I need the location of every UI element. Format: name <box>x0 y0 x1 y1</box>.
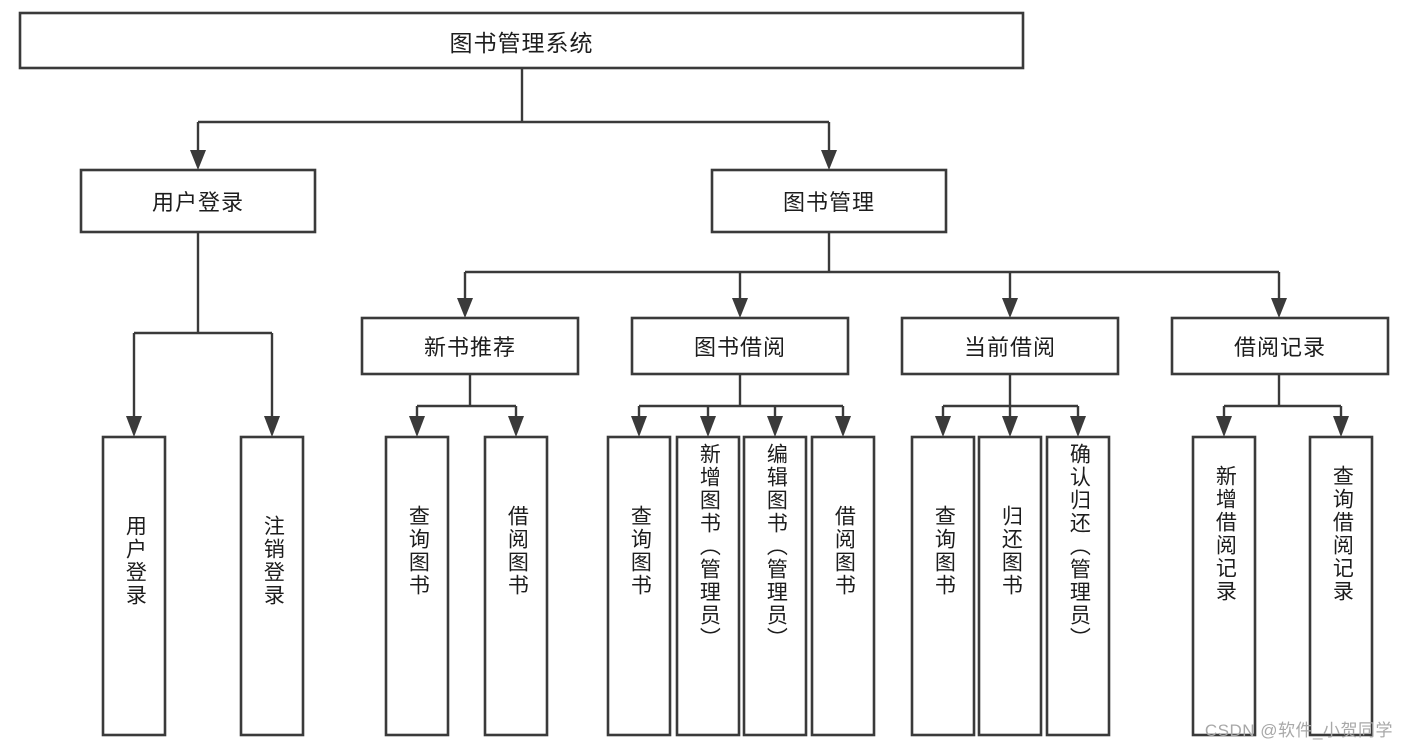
arrow-new-book-child-0 <box>409 416 425 437</box>
node-box-leaf-current-borrow-1[interactable] <box>977 435 1043 737</box>
arrow-to-borrow-record <box>1271 298 1287 318</box>
node-box-new-book-recommend[interactable] <box>360 316 580 376</box>
node-box-leaf-book-borrow-0[interactable] <box>606 435 672 737</box>
node-box-borrow-record[interactable] <box>1170 316 1390 376</box>
node-box-leaf-current-borrow-2[interactable] <box>1045 435 1111 737</box>
connectors-book-borrow-children <box>631 374 851 437</box>
node-box-leaf-new-book-1[interactable] <box>483 435 549 737</box>
arrow-to-user-login <box>190 150 206 170</box>
node-box-current-borrow[interactable] <box>900 316 1120 376</box>
node-box-leaf-borrow-record-1[interactable] <box>1308 435 1374 737</box>
connectors-book-manage-children <box>457 232 1287 318</box>
node-box-leaf-borrow-record-0[interactable] <box>1191 435 1257 737</box>
arrow-current-borrow-child-0 <box>935 416 951 437</box>
arrow-to-leaf-user-login <box>126 416 142 437</box>
node-box-leaf-user-login-1[interactable] <box>239 435 305 737</box>
node-box-leaf-book-borrow-3[interactable] <box>810 435 876 737</box>
node-box-root[interactable] <box>18 11 1025 70</box>
connectors-borrow-record-children <box>1216 374 1349 437</box>
arrow-to-book-manage <box>821 150 837 170</box>
arrow-book-borrow-child-3 <box>835 416 851 437</box>
arrow-book-borrow-child-1 <box>700 416 716 437</box>
node-box-book-manage[interactable] <box>710 168 948 234</box>
arrow-to-current-borrow <box>1002 298 1018 318</box>
node-box-leaf-current-borrow-0[interactable] <box>910 435 976 737</box>
arrow-book-borrow-child-2 <box>767 416 783 437</box>
arrow-to-new-book <box>457 298 473 318</box>
node-box-leaf-book-borrow-1[interactable] <box>675 435 741 737</box>
connectors-root-level2 <box>190 68 837 170</box>
arrow-to-book-borrow <box>732 298 748 318</box>
arrow-borrow-record-child-0 <box>1216 416 1232 437</box>
node-box-leaf-new-book-0[interactable] <box>384 435 450 737</box>
connectors-new-book-children <box>409 374 524 437</box>
arrow-current-borrow-child-2 <box>1070 416 1086 437</box>
arrow-current-borrow-child-1 <box>1002 416 1018 437</box>
node-box-leaf-book-borrow-2[interactable] <box>742 435 808 737</box>
arrow-book-borrow-child-0 <box>631 416 647 437</box>
arrow-new-book-child-1 <box>508 416 524 437</box>
node-box-user-login[interactable] <box>79 168 317 234</box>
connectors-current-borrow-children <box>935 374 1086 437</box>
node-box-book-borrow[interactable] <box>630 316 850 376</box>
arrow-borrow-record-child-1 <box>1333 416 1349 437</box>
node-box-leaf-user-login-0[interactable] <box>101 435 167 737</box>
connectors-user-login-children <box>126 232 280 437</box>
arrow-to-leaf-logout <box>264 416 280 437</box>
